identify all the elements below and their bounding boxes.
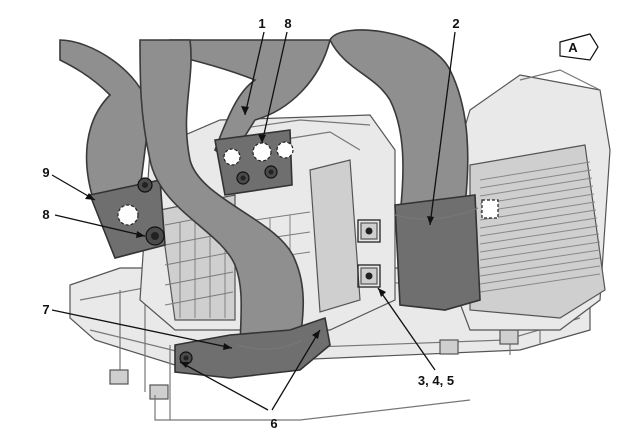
duct-6-7 [139, 39, 331, 379]
duct-1 [169, 39, 332, 196]
clip-dashed-5 [481, 199, 499, 219]
connector-blocks [357, 219, 381, 288]
callout-8-top: 8 [284, 16, 291, 31]
clip-dashed-4 [117, 204, 139, 226]
clip-dashed-1 [223, 148, 241, 166]
fasteners [117, 141, 499, 365]
callout-6: 6 [270, 416, 277, 431]
leader-lines [51, 31, 456, 411]
callout-9: 9 [42, 165, 49, 180]
filter-housing [454, 69, 611, 331]
callout-1: 1 [258, 16, 265, 31]
callout-3-4-5: 3, 4, 5 [418, 373, 454, 388]
view-indicator: A [559, 33, 599, 61]
filter-element [479, 161, 601, 293]
clip-dashed-3 [276, 141, 294, 159]
callout-labels: 1 8 2 9 8 7 6 3, 4, 5 [42, 16, 459, 431]
duct-2 [329, 29, 481, 311]
clip-dashed-2 [252, 142, 272, 162]
callout-7: 7 [42, 302, 49, 317]
callout-8-left: 8 [42, 207, 49, 222]
view-letter: A [568, 40, 578, 55]
callout-2: 2 [452, 16, 459, 31]
